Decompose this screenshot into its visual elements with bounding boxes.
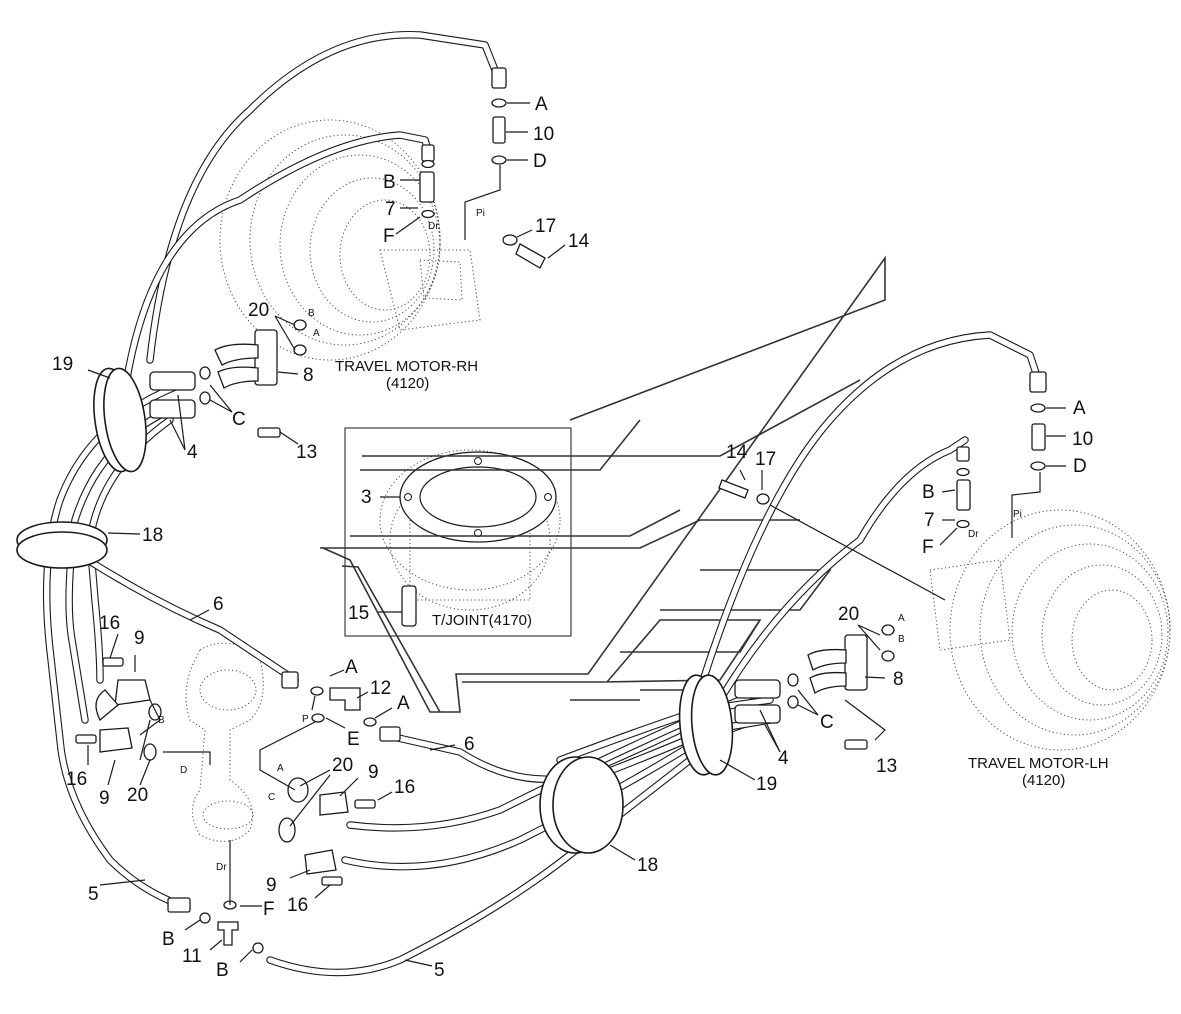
clamp-ring-18-right bbox=[539, 756, 624, 854]
label-5: 5 bbox=[88, 884, 99, 905]
label-f: F bbox=[263, 899, 275, 920]
label-b-center: B bbox=[158, 715, 165, 726]
label-c: C bbox=[232, 409, 246, 430]
label-20: 20 bbox=[127, 785, 148, 806]
label-17: 17 bbox=[535, 216, 556, 237]
label-a: A bbox=[535, 94, 548, 115]
label-19: 19 bbox=[52, 354, 73, 375]
clamp-ring-19-left bbox=[93, 367, 147, 473]
label-20: 20 bbox=[838, 604, 859, 625]
label-a-lh: A bbox=[898, 613, 905, 624]
label-18: 18 bbox=[637, 855, 658, 876]
label-13: 13 bbox=[876, 756, 897, 777]
label-8: 8 bbox=[303, 365, 314, 386]
label-13: 13 bbox=[296, 442, 317, 463]
label-20: 20 bbox=[332, 755, 353, 776]
label-8: 8 bbox=[893, 669, 904, 690]
label-5: 5 bbox=[434, 960, 445, 981]
center-joint-body bbox=[185, 642, 264, 842]
leader-lines bbox=[87, 102, 1066, 967]
label-16: 16 bbox=[66, 769, 87, 790]
clamp-ring-18-left bbox=[16, 521, 108, 569]
label-10: 10 bbox=[1072, 429, 1093, 450]
label-3: 3 bbox=[361, 487, 372, 508]
label-12: 12 bbox=[370, 678, 391, 699]
label-18: 18 bbox=[142, 525, 163, 546]
label-9: 9 bbox=[99, 788, 110, 809]
label-16: 16 bbox=[394, 777, 415, 798]
label-d: D bbox=[533, 151, 547, 172]
label-11: 11 bbox=[182, 946, 202, 967]
label-9: 9 bbox=[368, 762, 379, 783]
label-9: 9 bbox=[134, 628, 145, 649]
label-14: 14 bbox=[568, 231, 590, 252]
label-dr-lh: Dr bbox=[968, 529, 979, 540]
caption-travel-motor-rh: TRAVEL MOTOR-RH bbox=[335, 358, 478, 375]
label-7: 7 bbox=[924, 510, 935, 531]
label-f: F bbox=[383, 226, 395, 247]
label-dr-center: Dr bbox=[216, 862, 227, 873]
label-b: B bbox=[162, 929, 175, 950]
label-15: 15 bbox=[348, 603, 369, 624]
label-b: B bbox=[383, 172, 396, 193]
label-b: B bbox=[922, 482, 935, 503]
label-c-center: C bbox=[268, 792, 275, 803]
caption-turning-joint: T/JOINT(4170) bbox=[432, 612, 532, 629]
clamp-ring-19-right bbox=[678, 674, 734, 776]
label-b-small: B bbox=[308, 308, 315, 319]
caption-travel-motor-lh-code: (4120) bbox=[1022, 772, 1065, 789]
label-4: 4 bbox=[187, 442, 198, 463]
label-6: 6 bbox=[464, 734, 475, 755]
label-17: 17 bbox=[755, 449, 776, 470]
label-14: 14 bbox=[726, 442, 748, 463]
label-a: A bbox=[1073, 398, 1086, 419]
label-4: 4 bbox=[778, 748, 789, 769]
label-10: 10 bbox=[533, 124, 554, 145]
label-9: 9 bbox=[266, 875, 277, 896]
label-a-small: A bbox=[313, 328, 320, 339]
label-b: B bbox=[216, 960, 229, 981]
travel-motor-lh-body bbox=[929, 509, 1171, 751]
label-pi: Pi bbox=[476, 208, 485, 219]
label-e: E bbox=[347, 729, 360, 750]
label-d-center: D bbox=[180, 765, 187, 776]
label-c: C bbox=[820, 712, 834, 733]
caption-travel-motor-rh-code: (4120) bbox=[386, 375, 429, 392]
label-d: D bbox=[1073, 456, 1087, 477]
label-dr: Dr bbox=[428, 221, 439, 232]
label-6: 6 bbox=[213, 594, 224, 615]
label-pi-lh: Pi bbox=[1013, 509, 1022, 520]
label-16: 16 bbox=[287, 895, 308, 916]
caption-travel-motor-lh: TRAVEL MOTOR-LH bbox=[968, 755, 1109, 772]
captions: TRAVEL MOTOR-RH (4120) T/JOINT(4170) TRA… bbox=[335, 358, 1109, 789]
label-20: 20 bbox=[248, 300, 269, 321]
label-b-lh: B bbox=[898, 634, 905, 645]
label-a-center: A bbox=[277, 763, 284, 774]
direction-arrow-icon bbox=[320, 255, 886, 713]
travel-motor-rh-body bbox=[219, 119, 481, 361]
label-a: A bbox=[397, 693, 410, 714]
label-16: 16 bbox=[99, 613, 120, 634]
fittings bbox=[75, 67, 1047, 954]
label-7: 7 bbox=[385, 199, 396, 220]
label-19: 19 bbox=[756, 774, 777, 795]
label-p: P bbox=[302, 714, 309, 725]
label-a: A bbox=[345, 657, 358, 678]
part-labels: A 10 D B 7 F Dr Pi 17 14 20 B A 8 19 C 4… bbox=[52, 94, 1093, 981]
label-f: F bbox=[922, 537, 934, 558]
